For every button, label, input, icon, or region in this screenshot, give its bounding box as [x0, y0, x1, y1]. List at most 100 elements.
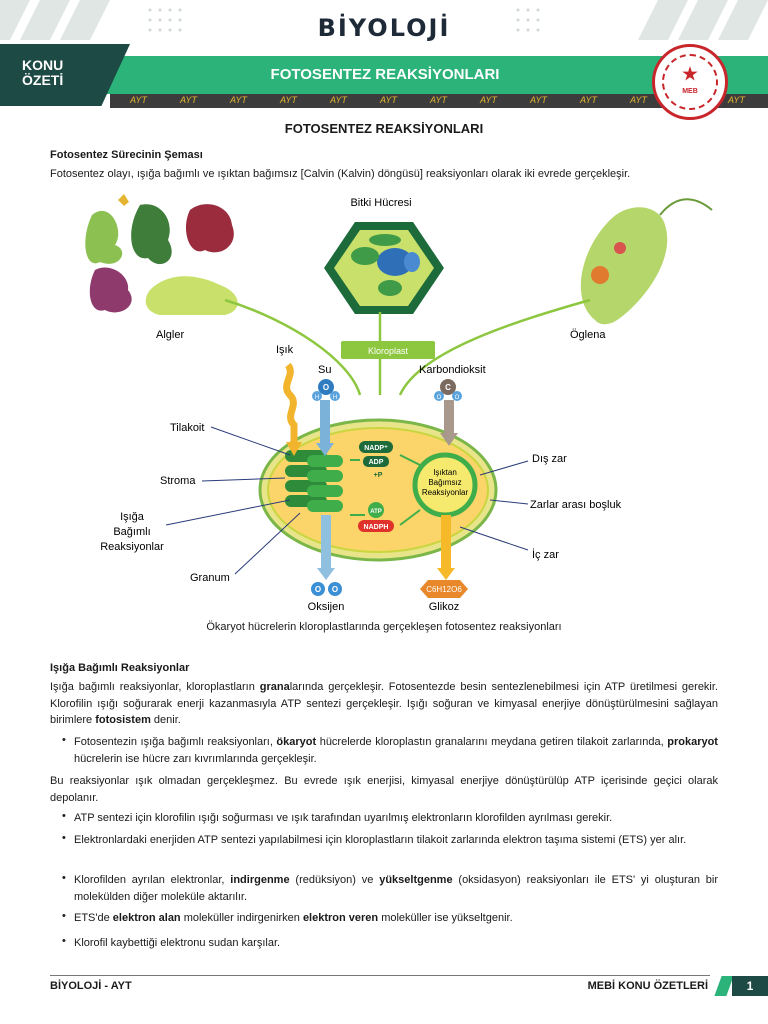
label-oglena: Öglena: [570, 329, 606, 341]
label-tilakoit: Tilakoit: [170, 422, 204, 434]
label-isiga-2: Bağımlı: [113, 526, 150, 538]
bullet-marker: •: [62, 734, 66, 746]
adp-badge: [363, 456, 389, 467]
water-o-atom: [318, 379, 334, 395]
diagram-caption: Ökaryot hücrelerin kloroplastlarında ger…: [206, 621, 562, 633]
label-nadph: NADPH: [364, 524, 389, 531]
konu-line1: KONU: [22, 57, 64, 73]
ayt-label: AYT: [280, 95, 297, 105]
section1-heading: Fotosentez Sürecinin Şeması: [50, 149, 203, 161]
water-h-atom: [312, 391, 322, 401]
ayt-strip: [110, 94, 768, 108]
bullet-item-6: Klorofil kaybettiği elektronu sudan karş…: [74, 937, 281, 949]
ayt-label: AYT: [430, 95, 447, 105]
ayt-label: AYT: [230, 95, 247, 105]
co2-c-letter: C: [445, 383, 451, 392]
bullet-item-1: Fotosentezin ışığa bağımlı reaksiyonları…: [74, 736, 718, 765]
label-granum: Granum: [190, 572, 230, 584]
label-zarlar-arasi: Zarlar arası boşluk: [530, 499, 622, 511]
co2-o-atom: [434, 391, 444, 401]
co2-o-atom: [452, 391, 462, 401]
label-algler: Algler: [156, 329, 184, 341]
footer-series: MEBİ KONU ÖZETLERİ: [587, 980, 708, 992]
section2-paragraph2: Bu reaksiyonlar ışık olmadan gerçekleşme…: [50, 775, 718, 804]
oxygen-atom: [311, 582, 325, 596]
glucose-arrow: [441, 515, 451, 570]
konu-ozeti-label: KONU ÖZETİ: [22, 58, 63, 88]
ayt-label: AYT: [580, 95, 597, 105]
nadp-badge: [359, 441, 393, 453]
page-number-stripe: [714, 976, 734, 996]
bullet-item-4: Klorofilden ayrılan elektronlar, indirge…: [74, 874, 718, 903]
label-isiktan-3: Reaksiyonlar: [422, 488, 469, 497]
bullet-marker: •: [62, 935, 66, 947]
label-isiktan-1: Işıktan: [433, 468, 457, 477]
page-title: FOTOSENTEZ REAKSİYONLARI: [284, 121, 484, 136]
photosynthesis-diagram: Bitki Hücresi Algler Öglena Kloroplast I…: [85, 194, 713, 613]
header-pattern-right: [516, 0, 768, 40]
plant-cell-illustration: [324, 222, 444, 314]
label-isiga-1: Işığa: [120, 511, 145, 523]
bullet-marker: •: [62, 810, 66, 822]
label-isiga-3: Reaksiyonlar: [100, 541, 164, 553]
section2-heading: Işığa Bağımlı Reaksiyonlar: [50, 662, 190, 674]
glucose-formula: C6H12O6: [426, 585, 462, 594]
oxygen-o-letter: O: [332, 585, 338, 594]
water-h-atom: [330, 391, 340, 401]
label-glikoz: Glikoz: [429, 601, 460, 613]
nadph-badge: [358, 520, 394, 532]
label-oksijen: Oksijen: [308, 601, 345, 613]
section1-intro: Fotosentez olayı, ışığa bağımlı ve ışıkt…: [50, 168, 631, 180]
label-isiktan-2: Bağımsız: [428, 478, 461, 487]
brand-title: BİYOLOJİ: [317, 14, 451, 42]
label-kloroplast: Kloroplast: [368, 346, 409, 356]
ayt-label: AYT: [530, 95, 547, 105]
water-arrow: [320, 400, 330, 445]
footer-subject: BİYOLOJİ - AYT: [50, 980, 132, 992]
section2-paragraph1: Işığa bağımlı reaksiyonlar, kloroplastla…: [50, 681, 718, 726]
band-title: FOTOSENTEZ REAKSİYONLARI: [270, 66, 500, 83]
bullet-marker: •: [62, 910, 66, 922]
bullet-item-3: Elektronlardaki enerjiden ATP sentezi ya…: [74, 834, 687, 846]
footer-rule: [50, 975, 710, 976]
label-isik: Işık: [276, 344, 294, 356]
bullet-item-2: ATP sentezi için klorofilin ışığı soğurm…: [74, 812, 613, 824]
label-adp: ADP: [369, 459, 384, 466]
label-ic-zar: İç zar: [532, 548, 559, 561]
ayt-label: AYT: [330, 95, 347, 105]
ayt-label: AYT: [630, 95, 647, 105]
page-number: 1: [732, 976, 768, 996]
euglena-illustration: [580, 198, 713, 325]
light-arrow: [283, 362, 298, 445]
atp-badge: [368, 502, 384, 518]
header-pattern-left: [0, 0, 182, 40]
label-atp: ATP: [370, 509, 382, 515]
label-bitki-hucresi: Bitki Hücresi: [350, 197, 411, 209]
water-h-letter: H: [333, 395, 337, 401]
ayt-label: AYT: [728, 95, 745, 105]
glucose-hexagon: [420, 580, 468, 598]
co2-o-letter: O: [437, 395, 442, 401]
label-stroma: Stroma: [160, 475, 196, 487]
water-h-letter: H: [315, 395, 319, 401]
meb-logo-ring: [662, 54, 718, 110]
label-dis-zar: Dış zar: [532, 453, 567, 465]
co2-o-letter: O: [455, 395, 460, 401]
oxygen-o-letter: O: [315, 585, 321, 594]
algae-illustration: [85, 194, 238, 315]
label-karbondioksit: Karbondioksit: [419, 364, 486, 376]
co2-c-atom: [440, 379, 456, 395]
ayt-label: AYT: [180, 95, 197, 105]
cycle-arrows: [350, 454, 421, 526]
oxygen-atom: [328, 582, 342, 596]
header-band: [0, 56, 768, 94]
co2-arrow: [444, 400, 454, 435]
bullet-marker: •: [62, 872, 66, 884]
ayt-label: AYT: [380, 95, 397, 105]
label-nadp: NADP⁺: [364, 445, 388, 452]
water-o-letter: O: [323, 383, 329, 392]
ayt-label: AYT: [480, 95, 497, 105]
label-p: +P: [374, 472, 383, 479]
label-su: Su: [318, 364, 331, 376]
ayt-label: AYT: [130, 95, 147, 105]
